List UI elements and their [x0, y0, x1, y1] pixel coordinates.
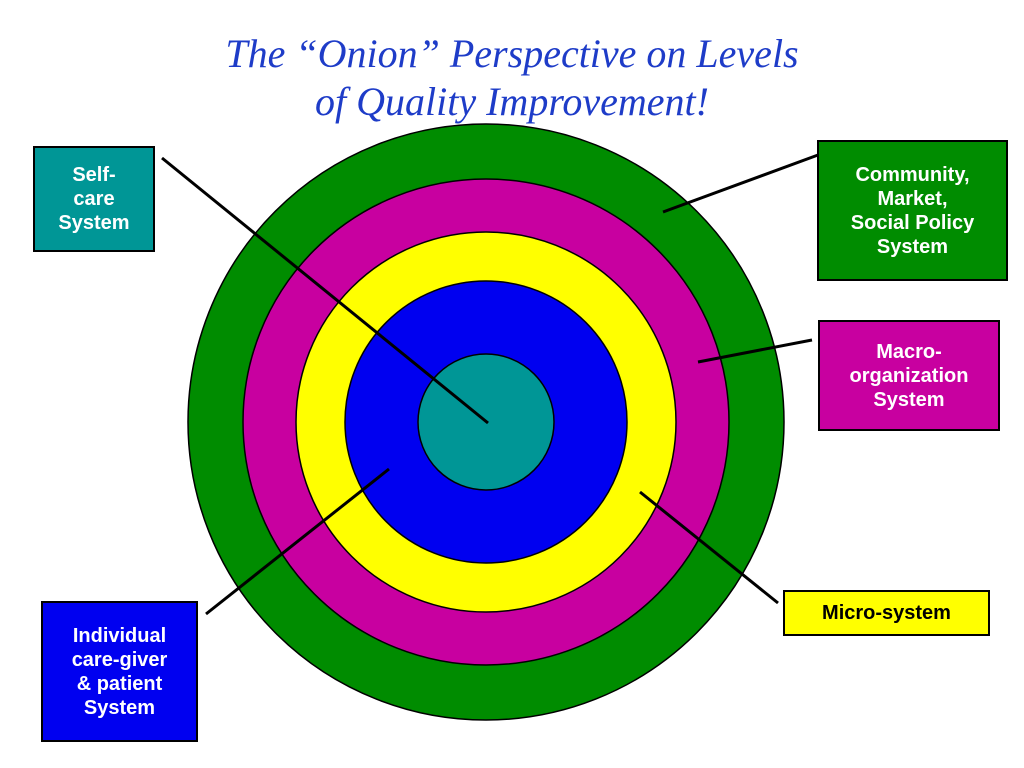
- individual-label: Individual care-giver & patient System: [41, 601, 198, 742]
- individual-label-line: System: [83, 696, 156, 719]
- self-care-label-line: System: [58, 212, 130, 234]
- community-label-line: Social Policy: [850, 211, 975, 234]
- individual-label-line: Individual: [72, 624, 167, 647]
- title-line-2: of Quality Improvement!: [315, 79, 709, 124]
- individual-connector: [205, 467, 390, 616]
- macro-label-line: Macro-: [876, 340, 942, 363]
- micro-label-line: Micro-system: [822, 602, 951, 624]
- macro-connector: [697, 338, 813, 364]
- community-label: Community, Market, Social Policy System: [817, 140, 1008, 281]
- self-care-label: Self- care System: [33, 146, 155, 252]
- micro-label: Micro-system: [783, 590, 990, 636]
- self-care-connector: [161, 156, 489, 425]
- macro-label-line: organization: [849, 364, 969, 387]
- community-label-line: Community,: [855, 163, 970, 186]
- micro-connector: [639, 490, 779, 605]
- community-connector: [662, 153, 819, 214]
- individual-label-line: & patient: [76, 672, 163, 695]
- individual-label-line: care-giver: [71, 648, 168, 671]
- community-label-line: Market,: [877, 187, 948, 210]
- self-care-label-line: care: [73, 188, 115, 210]
- title-line-1: The “Onion” Perspective on Levels: [225, 31, 799, 76]
- page-title: The “Onion” Perspective on Levels of Qua…: [0, 30, 1024, 126]
- macro-label-line: System: [873, 388, 945, 411]
- self-care-label-line: Self-: [72, 164, 116, 186]
- community-label-line: System: [876, 235, 949, 258]
- macro-label: Macro- organization System: [818, 320, 1000, 431]
